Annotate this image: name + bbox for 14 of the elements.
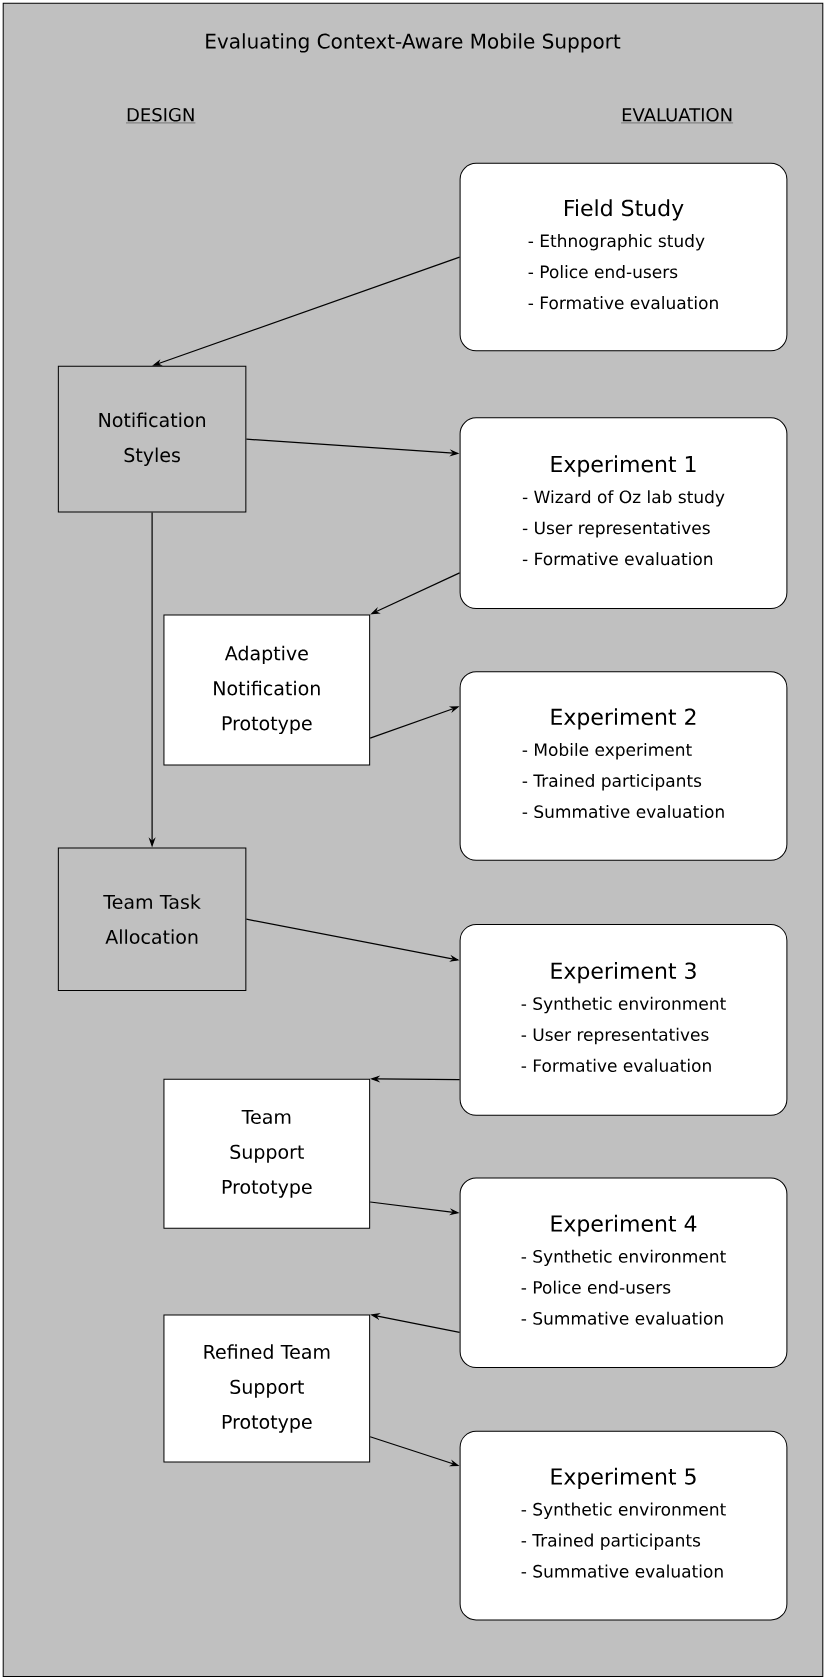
prototype-box: Refined Team Support Prototype: [163, 1314, 371, 1463]
design-box: Notification Styles: [57, 365, 247, 513]
evaluation-box: Field Study - Ethnographic study - Police end-users - Formative evaluation: [459, 162, 788, 352]
evaluation-box: Experiment 4 - Synthetic environment - Police end-users - Summative evaluation: [459, 1177, 788, 1368]
evaluation-box: Experiment 5 - Synthetic environment - Trained participants - Summative evaluation: [459, 1430, 788, 1621]
column-heading: DESIGN: [125, 107, 196, 124]
design-box: Team Task Allocation: [57, 847, 247, 991]
title: Evaluating Context-Aware Mobile Support: [206, 33, 621, 53]
evaluation-box: Experiment 1 - Wizard of Oz lab study - User representatives - Formative evaluation: [459, 417, 788, 610]
column-heading: EVALUATION: [620, 107, 734, 124]
evaluation-box: Experiment 2 - Mobile experiment - Trained participants - Summative evaluation: [459, 671, 788, 861]
prototype-box: Team Support Prototype: [163, 1078, 371, 1229]
evaluation-box: Experiment 3 - Synthetic environment - User representatives - Formative evaluation: [459, 924, 788, 1116]
prototype-box: Adaptive Notification Prototype: [163, 614, 371, 766]
